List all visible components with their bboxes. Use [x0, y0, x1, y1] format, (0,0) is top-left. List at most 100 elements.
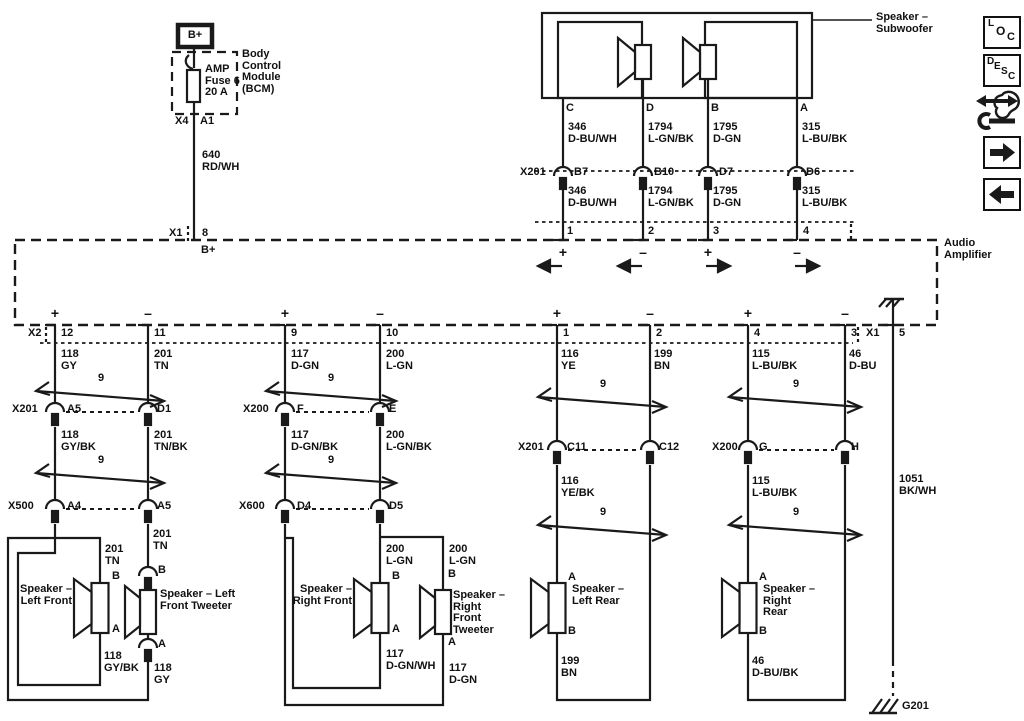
desc-letter-s: S	[1001, 66, 1008, 77]
arrow-right-icon	[990, 143, 1015, 162]
bcm-label: Body Control Module (BCM)	[242, 48, 282, 95]
twisted-pair-label: 9	[792, 378, 800, 390]
desc-button[interactable]: D E S C	[983, 54, 1021, 87]
wire-1051-bkwh-label: 1051 BK/WH	[899, 473, 937, 497]
wire-201-tn-label: 201 TN	[154, 348, 173, 372]
twisted-pair-label: 9	[97, 372, 105, 384]
connector-x1-label: X1	[169, 227, 183, 239]
arrow-right-icon	[805, 258, 822, 274]
twisted-pair-label: 9	[599, 378, 607, 390]
bplus-label: B+	[187, 29, 203, 41]
left-rear-speaker-coil	[547, 581, 567, 635]
lf-tweeter-label: Speaker – Left Front Tweeter	[160, 588, 236, 612]
amp-out-pin-1: 1	[563, 327, 570, 339]
sub-speaker-coil-1	[633, 43, 653, 81]
subwoofer-circuit	[535, 11, 872, 242]
connector-x201-top-label: X201	[520, 166, 546, 178]
polarity-sign: –	[793, 244, 801, 260]
bplus-wire-label: B+	[201, 244, 216, 256]
lf-speaker-pin-a: A	[112, 623, 120, 635]
amp-in-pin-2: 2	[648, 225, 655, 237]
wire-46-dbubk-label: 46 D-BU/BK	[752, 655, 799, 679]
amp-out-pin-4: 4	[754, 327, 761, 339]
rf-tweeter-pin-b: B	[448, 568, 456, 580]
sub-pin-a: A	[800, 102, 808, 114]
pin-e-label: E	[389, 403, 397, 415]
left-front-speaker-coil	[90, 581, 110, 635]
wire-116-ye-label: 116 YE	[561, 348, 579, 372]
connector-x500-label: X500	[8, 500, 34, 512]
pin-b7-label: B7	[574, 166, 589, 178]
right-front-speaker-coil	[370, 581, 390, 635]
lr-speaker-label: Speaker – Left Rear	[572, 583, 624, 607]
wire-118-gybk-bottom-label: 118 GY/BK	[104, 650, 139, 674]
wire-201-tnbk-label: 201 TN/BK	[154, 429, 188, 453]
subwoofer-label: Speaker – Subwoofer	[876, 11, 933, 35]
connector-x1-bottom-label: X1	[866, 327, 880, 339]
wire-115-lbubk-label: 115 L-BU/BK	[752, 348, 798, 372]
wire-116-yebk-label: 116 YE/BK	[561, 475, 595, 499]
wire-118-gy-bottom-label: 118 GY	[154, 662, 172, 686]
wire-200-lgn-label: 200 L-GN	[386, 348, 413, 372]
wire-117-dgn-label: 117 D-GN	[291, 348, 320, 372]
amp-in-pin-4: 4	[803, 225, 810, 237]
polarity-sign: –	[144, 305, 152, 321]
wire-1795-label: 1795 D-GN	[713, 121, 742, 145]
desc-letter-e: E	[994, 61, 1001, 72]
lf-speaker-label: Speaker – Left Front	[20, 583, 72, 607]
switch-symbol	[184, 54, 194, 71]
wire-199-bn-bottom-label: 199 BN	[561, 655, 580, 679]
back-button[interactable]	[983, 178, 1021, 211]
loc-button[interactable]: L O C	[983, 16, 1021, 49]
wire-346-label-2: 346 D-BU/WH	[568, 185, 617, 209]
wire-1794-label-2: 1794 L-GN/BK	[648, 185, 694, 209]
right-rear-speaker-coil	[738, 581, 758, 635]
wire-200-lgnbk-label: 200 L-GN/BK	[386, 429, 432, 453]
wire-118-gy-label: 118 GY	[61, 348, 79, 372]
bcm-circuit	[170, 22, 239, 242]
left-front-tweeter-cone	[123, 583, 142, 641]
wire-640-label: 640 RD/WH	[202, 149, 240, 173]
amplifier-label: Audio Amplifier	[944, 237, 992, 261]
pin-d1-label: D1	[157, 403, 172, 415]
wire-200-lgn-tw-label: 200 L-GN	[449, 543, 476, 567]
rf-speaker-pin-a: A	[392, 623, 400, 635]
pin-a5b-label: A5	[157, 500, 172, 512]
amp-out-pin-11: 11	[154, 327, 166, 339]
sub-pin-b: B	[711, 102, 719, 114]
loc-letter-c: C	[1007, 31, 1015, 43]
sub-speaker-cone-2	[681, 35, 702, 89]
pin-d5-label: D5	[389, 500, 404, 512]
right-front-tweeter-cone	[418, 583, 437, 641]
pin-g-label: G	[759, 441, 768, 453]
amp-out-pin-3: 3	[851, 327, 858, 339]
polarity-sign: –	[376, 305, 384, 321]
wire-201-tn-tweeter-label: 201 TN	[153, 528, 172, 552]
pin-c11-label: C11	[567, 441, 587, 453]
twisted-pair-label: 9	[327, 372, 335, 384]
lr-speaker-pin-b: B	[568, 625, 576, 637]
wire-117-dgnwh-label: 117 D-GN/WH	[386, 648, 436, 672]
polarity-sign: –	[841, 305, 849, 321]
pin-a4-label: A4	[67, 500, 82, 512]
wire-201-tn-link-label: 201 TN	[105, 543, 124, 567]
rf-speaker-pin-b: B	[392, 570, 400, 582]
pin-8-label: 8	[202, 227, 209, 239]
routing-arrows-icon	[976, 90, 1020, 130]
left-front-tweeter-coil	[138, 588, 158, 636]
next-button[interactable]	[983, 136, 1021, 169]
wire-118-gybk-label: 118 GY/BK	[61, 429, 96, 453]
twisted-pair-label: 9	[792, 506, 800, 518]
routing-view-button[interactable]	[975, 88, 1023, 133]
pin-a1-label: A1	[200, 115, 215, 127]
amp-out-pin-2: 2	[656, 327, 663, 339]
pin-f-label: F	[297, 403, 304, 415]
pin-c12-label: C12	[659, 441, 680, 453]
pin-d6-label: D6	[806, 166, 821, 178]
connector-x600-label: X600	[239, 500, 265, 512]
polarity-sign: +	[552, 305, 562, 321]
wire-1795-label-2: 1795 D-GN	[713, 185, 742, 209]
left-front-speaker-cone	[72, 576, 93, 640]
lr-speaker-pin-a: A	[568, 571, 576, 583]
arrow-left-icon	[535, 258, 552, 274]
